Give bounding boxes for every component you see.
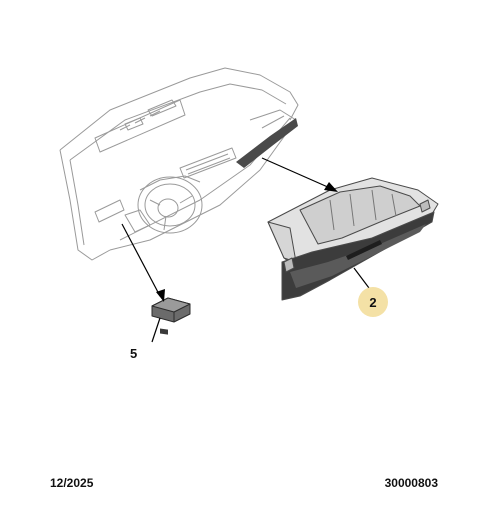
footer-date: 12/2025 xyxy=(50,476,94,490)
part-number-5: 5 xyxy=(130,346,138,361)
leader-lines xyxy=(121,157,373,343)
switch-part xyxy=(151,297,191,335)
glovebox-part xyxy=(267,177,439,301)
part-number-2-badge: 2 xyxy=(358,287,388,317)
glovebox-cavity xyxy=(236,118,298,168)
dashboard-outline xyxy=(59,67,299,261)
part-number-2: 2 xyxy=(369,294,377,310)
footer-reference: 30000803 xyxy=(384,476,438,490)
